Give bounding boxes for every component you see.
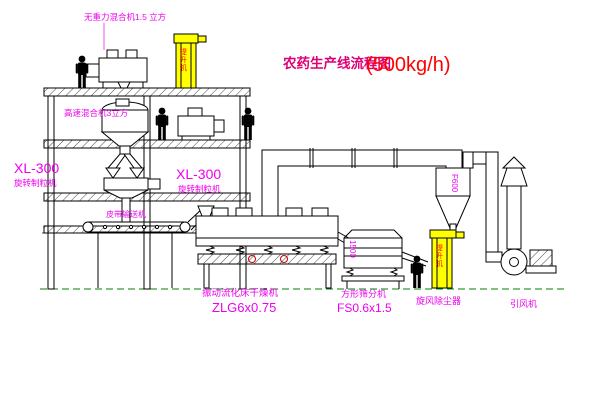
building-structure [43, 87, 255, 290]
dryer-vent [311, 207, 329, 217]
mixer-top-port [115, 98, 130, 107]
fluid-bed-dryer [195, 205, 355, 289]
mixer-feed-port [125, 49, 138, 59]
label-belt-conveyor: 皮带输送机 [106, 209, 146, 219]
cyclone-vortex-finder [462, 151, 474, 169]
machine-motor [213, 119, 225, 133]
label-sifter-dimension: 1500 [348, 240, 357, 258]
vibration-motor [248, 255, 256, 263]
spring [205, 245, 216, 255]
y-branch-left [106, 153, 127, 169]
label-granulator-center-name: 旋转制粒机 [178, 184, 221, 194]
belt-conveyor [82, 207, 207, 288]
fan-hub [509, 257, 519, 267]
spring [389, 267, 399, 277]
dryer-vent [285, 207, 303, 217]
elevator-head [429, 229, 457, 239]
dryer-vent [211, 207, 229, 217]
label-granulator-left-model: XL-300 [14, 160, 59, 176]
high-speed-mixer [100, 98, 150, 169]
label-top-mixer: 无重力混合机1.5 立方 [84, 12, 166, 22]
label-fan: 引风机 [510, 298, 537, 309]
machine-body [177, 115, 215, 137]
feed-funnel [129, 167, 145, 179]
label-cyclone: 旋风除尘器 [416, 295, 461, 306]
label-cyclone-dimension: F600 [450, 174, 459, 193]
bucket-elevator-2: 提升机 [429, 229, 465, 289]
spring [345, 267, 355, 277]
drawing-title: 农药生产线流程图 (500kg/h) [282, 54, 451, 76]
square-sifter [341, 229, 429, 289]
label-high-speed-mixer: 高速混合机3立方 [64, 108, 128, 118]
elevator-motor [197, 35, 207, 43]
label-sifter-model: FS0.6x1.5 [337, 301, 392, 315]
page-title: 农药生产线流程图 [282, 55, 391, 71]
dryer-body [195, 215, 339, 247]
cyclone-cone [435, 195, 471, 229]
mixer-outlet [119, 145, 131, 155]
beam-top [43, 87, 251, 97]
bucket-elevator-1: 提升机 [173, 33, 207, 89]
mixer-cone [100, 131, 150, 147]
stack-flare [500, 167, 528, 187]
fan-motor [529, 249, 553, 267]
elevator-head [173, 33, 199, 44]
conveyor-pulley [179, 221, 191, 233]
feed-funnel [105, 167, 121, 179]
dryer-leg [203, 263, 210, 289]
person-figure [155, 107, 169, 140]
fan-inlet-elbow [485, 251, 503, 263]
person-figure [75, 55, 89, 88]
spring [263, 245, 274, 255]
elevator-1-label: 提升机 [180, 47, 188, 72]
cyclone-tip [449, 223, 457, 231]
cyclone-separator [435, 151, 489, 231]
conveyor-pulley [82, 221, 94, 233]
machine-hopper [187, 107, 203, 117]
dryer-leg [325, 263, 332, 289]
cyclone-barrel [435, 167, 471, 197]
sifter-body [343, 237, 403, 269]
label-sifter-name: 方形筛分机 [341, 288, 386, 299]
y-branch-right [123, 153, 144, 169]
beam-third [43, 192, 251, 202]
stack-rain-cap [501, 156, 527, 169]
label-granulator-center-model: XL-300 [176, 166, 221, 182]
label-dryer-name: 振动流化床干燥机 [202, 287, 279, 299]
granulator-cone [103, 189, 149, 199]
dryer-base-frame [197, 253, 337, 265]
labels: 无重力混合机1.5 立方 高速混合机3立方 XL-300 旋转制粒机 XL-30… [14, 12, 537, 315]
spring [319, 245, 330, 255]
zero-gravity-mixer [85, 49, 148, 89]
spring [235, 245, 246, 255]
elevator-motor [455, 231, 465, 239]
spring [291, 245, 302, 255]
granulator-motor [147, 178, 161, 190]
granulator-body [103, 177, 149, 191]
rotary-granulator [103, 167, 161, 223]
vibration-motor [280, 255, 288, 263]
induced-draft-fan-stack [485, 151, 557, 276]
fan-base [525, 265, 557, 274]
sifter-base [341, 275, 405, 282]
mixer-discharge [117, 81, 131, 89]
downcomer-pipe [485, 151, 499, 253]
duct-run [261, 149, 463, 217]
elevator-2-label: 提升机 [436, 243, 444, 268]
exhaust-duct [261, 148, 463, 217]
mixer-feed-port [106, 49, 119, 59]
beam-second [43, 139, 251, 149]
person-figure [410, 255, 424, 288]
page-title-capacity: (500kg/h) [366, 54, 451, 76]
stack-pipe [506, 185, 522, 250]
mixer-body [98, 57, 148, 83]
dryer-vent [235, 207, 253, 217]
label-granulator-left-name: 旋转制粒机 [14, 178, 57, 188]
label-dryer-model: ZLG6x0.75 [212, 300, 276, 315]
sifter-lid [343, 229, 403, 239]
granulator-center-machine [177, 107, 225, 140]
